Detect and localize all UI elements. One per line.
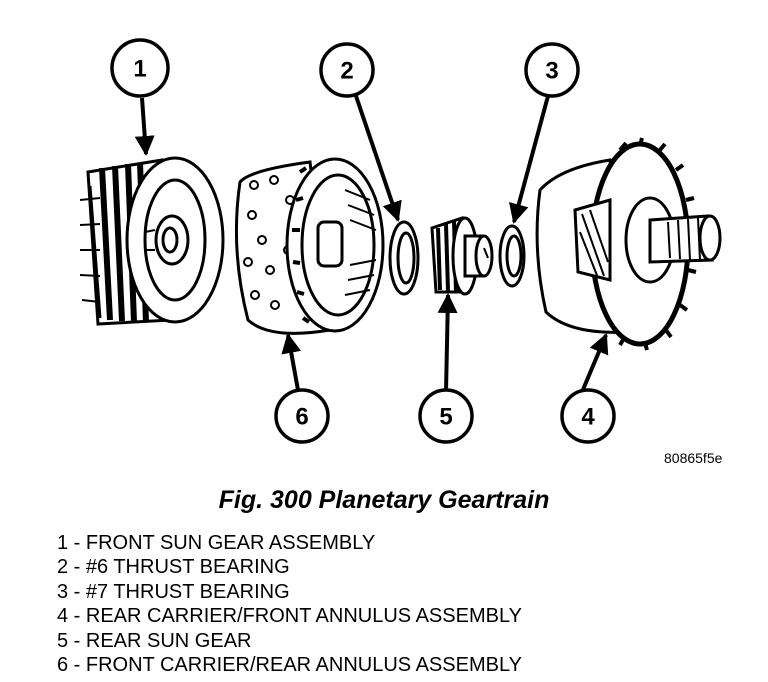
callout-3-circle bbox=[524, 42, 580, 98]
thrust-bearing-7-part bbox=[498, 224, 526, 288]
parts-legend: 1 - FRONT SUN GEAR ASSEMBLY 2 - #6 THRUS… bbox=[57, 531, 522, 677]
legend-item: 5 - REAR SUN GEAR bbox=[57, 629, 252, 652]
callout-5-circle bbox=[418, 388, 474, 444]
callout-6-circle bbox=[274, 388, 330, 444]
callout-5-arrow bbox=[437, 293, 458, 393]
callout-4-label: 4 bbox=[581, 404, 595, 431]
callout-2-arrow bbox=[354, 95, 402, 222]
legend-item: 6 - FRONT CARRIER/REAR ANNULUS ASSEMBLY bbox=[57, 654, 522, 677]
callout-5-label: 5 bbox=[439, 404, 452, 431]
front-carrier-rear-annulus-part bbox=[234, 157, 385, 335]
thrust-bearing-6-part bbox=[388, 220, 420, 296]
callout-4-arrow bbox=[580, 333, 609, 393]
front-sun-gear-assembly-part bbox=[79, 156, 225, 326]
callout-6-arrow bbox=[281, 333, 302, 391]
callout-2-circle bbox=[319, 42, 375, 98]
planetary-geartrain-illustration: 1 2 3 4 5 6 bbox=[79, 38, 722, 444]
callout-leaders bbox=[134, 95, 609, 393]
callout-4-circle bbox=[560, 388, 616, 444]
callout-1-label: 1 bbox=[133, 56, 146, 83]
rear-carrier-front-annulus-part bbox=[535, 137, 722, 351]
figure-code: 80865f5e bbox=[664, 450, 723, 466]
callout-1-arrow bbox=[134, 97, 155, 156]
callout-3-label: 3 bbox=[545, 58, 558, 85]
legend-item: 3 - #7 THRUST BEARING bbox=[57, 580, 290, 603]
legend-item: 2 - #6 THRUST BEARING bbox=[57, 556, 290, 579]
callout-2-label: 2 bbox=[340, 58, 353, 85]
callout-6-label: 6 bbox=[295, 404, 308, 431]
callout-1-circle bbox=[110, 38, 170, 98]
callout-3-arrow bbox=[509, 95, 550, 224]
figure-caption: Fig. 300 Planetary Geartrain bbox=[218, 486, 550, 514]
rear-sun-gear-part bbox=[430, 215, 494, 296]
legend-item: 4 - REAR CARRIER/FRONT ANNULUS ASSEMBLY bbox=[57, 605, 522, 628]
legend-item: 1 - FRONT SUN GEAR ASSEMBLY bbox=[57, 532, 376, 554]
